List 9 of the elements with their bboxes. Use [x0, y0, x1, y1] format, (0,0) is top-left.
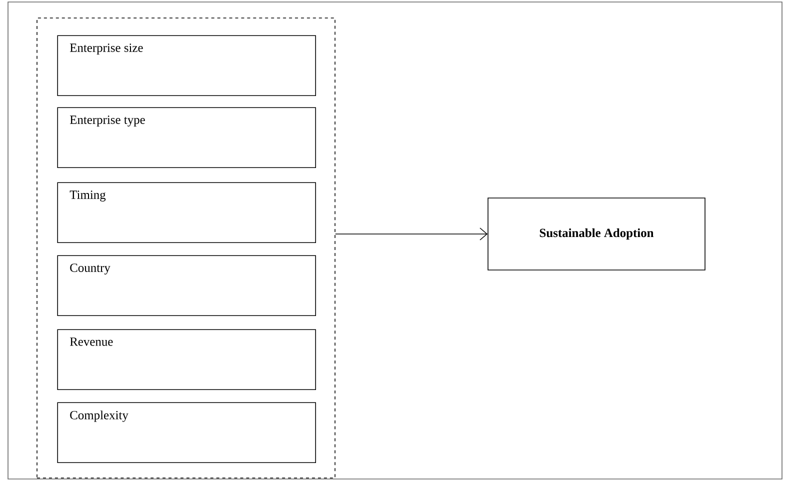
- group-box: [36, 18, 336, 478]
- factor-box: Complexity: [57, 402, 316, 463]
- outcome-box: Sustainable Adoption: [488, 198, 706, 270]
- factor-box: Enterprise size: [57, 35, 316, 96]
- arrow: [335, 228, 488, 240]
- factor-box: Country: [57, 255, 316, 316]
- factor-box: Enterprise type: [57, 107, 316, 168]
- factor-box: Timing: [57, 182, 316, 243]
- factor-box: Revenue: [57, 329, 316, 390]
